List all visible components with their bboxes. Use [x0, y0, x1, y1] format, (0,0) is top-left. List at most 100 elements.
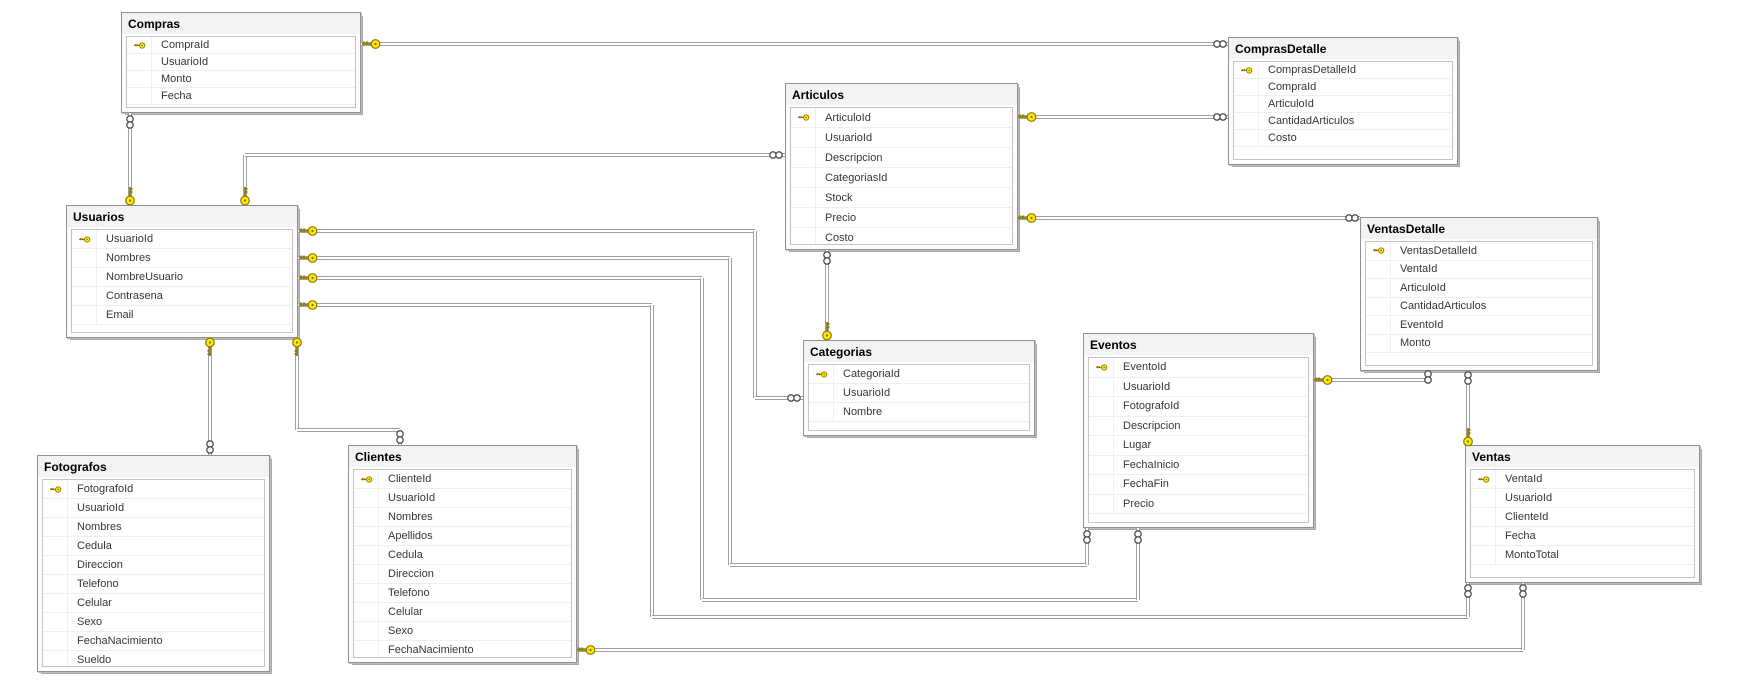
- column-row[interactable]: Celular: [354, 603, 571, 622]
- column-row[interactable]: Telefono: [43, 575, 264, 594]
- column-row[interactable]: FotografoId: [43, 480, 264, 499]
- table-header[interactable]: Compras: [122, 13, 360, 34]
- column-row[interactable]: UsuarioId: [127, 54, 355, 71]
- relationship-line-usuarios-clientes[interactable]: [295, 338, 299, 430]
- column-row[interactable]: ClienteId: [1471, 508, 1694, 527]
- column-row[interactable]: FechaInicio: [1089, 455, 1308, 475]
- relationship-line-usuarios-articulos[interactable]: [243, 155, 247, 205]
- column-row[interactable]: CantidadArticulos: [1234, 113, 1452, 130]
- relationship-line-usuarios-eventos[interactable]: [298, 256, 730, 260]
- relationship-line-usuarios-eventos[interactable]: [728, 258, 732, 565]
- column-row[interactable]: UsuarioId: [809, 384, 1029, 403]
- relationship-line-eventos-ventasdetalle[interactable]: [1426, 371, 1430, 380]
- column-row[interactable]: Fecha: [127, 88, 355, 105]
- column-row[interactable]: NombreUsuario: [72, 268, 292, 287]
- column-row[interactable]: Nombre: [809, 403, 1029, 422]
- column-row[interactable]: Precio: [791, 208, 1012, 228]
- relationship-line-compras-comprasdetalle[interactable]: [361, 42, 1228, 46]
- column-row[interactable]: VentasDetalleId: [1366, 242, 1592, 261]
- column-row[interactable]: Nombres: [354, 508, 571, 527]
- relationship-line-usuarios-fotografos[interactable]: [208, 338, 212, 455]
- column-row[interactable]: Direccion: [354, 565, 571, 584]
- column-row[interactable]: Descripcion: [791, 148, 1012, 168]
- column-row[interactable]: Costo: [791, 228, 1012, 244]
- column-row[interactable]: UsuarioId: [72, 230, 292, 249]
- relationship-line-usuarios-articulos[interactable]: [245, 153, 785, 157]
- relationship-line-usuarios-categorias[interactable]: [755, 396, 803, 400]
- column-row[interactable]: VentaId: [1471, 470, 1694, 489]
- column-row[interactable]: Costo: [1234, 130, 1452, 147]
- column-row[interactable]: UsuarioId: [354, 489, 571, 508]
- relationship-line-usuarios-eventos-2[interactable]: [700, 278, 704, 600]
- column-row[interactable]: CompraId: [127, 37, 355, 54]
- column-row[interactable]: ArticuloId: [1234, 96, 1452, 113]
- column-row[interactable]: FechaNacimiento: [43, 632, 264, 651]
- column-row[interactable]: FechaFin: [1089, 475, 1308, 495]
- relationship-line-eventos-ventasdetalle[interactable]: [1314, 378, 1428, 382]
- column-row[interactable]: ArticuloId: [791, 108, 1012, 128]
- column-row[interactable]: UsuarioId: [1089, 377, 1308, 397]
- column-row[interactable]: Nombres: [43, 518, 264, 537]
- column-row[interactable]: ComprasDetalleId: [1234, 62, 1452, 79]
- column-row[interactable]: CantidadArticulos: [1366, 297, 1592, 316]
- relationship-line-articulos-ventasdetalle[interactable]: [1018, 216, 1360, 220]
- relationship-line-usuarios-eventos-2[interactable]: [298, 276, 702, 280]
- column-row[interactable]: Email: [72, 306, 292, 325]
- relationship-line-ventas-ventasdetalle[interactable]: [1466, 371, 1470, 445]
- column-row[interactable]: Monto: [1366, 334, 1592, 353]
- relationship-line-articulos-categorias[interactable]: [825, 250, 829, 340]
- column-row[interactable]: Stock: [791, 188, 1012, 208]
- relationship-line-usuarios-compras[interactable]: [128, 113, 132, 205]
- column-row[interactable]: Cedula: [354, 546, 571, 565]
- relationship-line-usuarios-categorias[interactable]: [298, 229, 755, 233]
- column-row[interactable]: Fecha: [1471, 527, 1694, 546]
- relationship-line-usuarios-categorias[interactable]: [753, 231, 757, 398]
- column-row[interactable]: ArticuloId: [1366, 279, 1592, 298]
- column-row[interactable]: EventoId: [1089, 358, 1308, 378]
- relationship-line-usuarios-ventas[interactable]: [298, 303, 652, 307]
- column-row[interactable]: Sexo: [43, 613, 264, 632]
- column-row[interactable]: MontoTotal: [1471, 546, 1694, 565]
- column-row[interactable]: Sueldo: [43, 651, 264, 666]
- relationship-line-usuarios-ventas[interactable]: [652, 615, 1468, 619]
- column-row[interactable]: Celular: [43, 594, 264, 613]
- column-row[interactable]: Apellidos: [354, 527, 571, 546]
- column-row[interactable]: UsuarioId: [791, 128, 1012, 148]
- relationship-line-clientes-ventas[interactable]: [577, 648, 1523, 652]
- relationship-line-clientes-ventas[interactable]: [1521, 583, 1525, 650]
- relationship-line-usuarios-ventas[interactable]: [650, 305, 654, 617]
- column-row[interactable]: FechaNacimiento: [354, 641, 571, 657]
- column-row[interactable]: CategoriaId: [809, 365, 1029, 384]
- relationship-line-usuarios-clientes[interactable]: [398, 430, 402, 445]
- column-row[interactable]: Contrasena: [72, 287, 292, 306]
- column-row[interactable]: Telefono: [354, 584, 571, 603]
- column-row[interactable]: Sexo: [354, 622, 571, 641]
- column-row[interactable]: UsuarioId: [1471, 489, 1694, 508]
- table-header[interactable]: Articulos: [786, 84, 1017, 105]
- relationship-line-usuarios-eventos[interactable]: [1085, 528, 1089, 565]
- table-header[interactable]: Usuarios: [67, 206, 297, 227]
- column-row[interactable]: Descripcion: [1089, 416, 1308, 436]
- relationship-line-articulos-comprasdetalle[interactable]: [1018, 115, 1228, 119]
- column-row[interactable]: ClienteId: [354, 470, 571, 489]
- table-header[interactable]: Eventos: [1084, 334, 1313, 355]
- table-header[interactable]: ComprasDetalle: [1229, 38, 1457, 59]
- column-row[interactable]: EventoId: [1366, 316, 1592, 335]
- relationship-line-usuarios-eventos-2[interactable]: [1136, 528, 1140, 600]
- relationship-line-usuarios-clientes[interactable]: [297, 428, 400, 432]
- relationship-line-usuarios-eventos-2[interactable]: [702, 598, 1138, 602]
- column-row[interactable]: VentaId: [1366, 260, 1592, 279]
- table-header[interactable]: Categorias: [804, 341, 1034, 362]
- column-row[interactable]: Monto: [127, 71, 355, 88]
- table-header[interactable]: Fotografos: [38, 456, 269, 477]
